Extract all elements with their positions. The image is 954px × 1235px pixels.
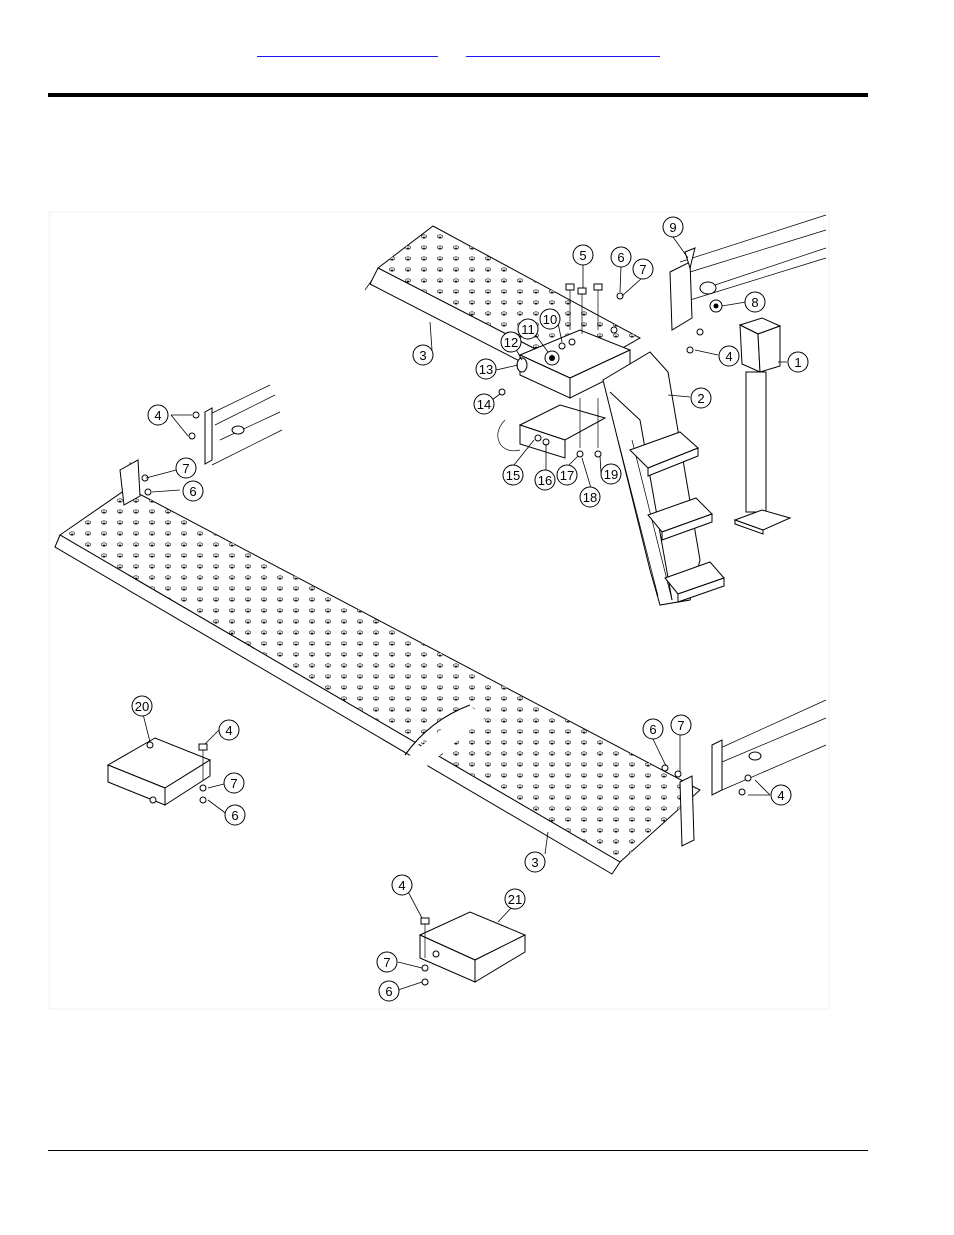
callout-7: 7: [632, 258, 654, 280]
mount-plate-20: [106, 737, 212, 806]
callout-7: 7: [670, 714, 692, 736]
callout-13: 13: [475, 358, 497, 380]
svg-text:3: 3: [419, 348, 426, 363]
header-rule: [48, 93, 868, 97]
leader-lines: [142, 236, 787, 991]
svg-text:5: 5: [579, 248, 586, 263]
callout-17: 17: [556, 464, 578, 486]
callout-4: 4: [391, 874, 413, 896]
svg-text:7: 7: [182, 461, 189, 476]
svg-text:12: 12: [504, 335, 518, 350]
callout-12: 12: [500, 331, 522, 353]
mount-plate-21: [418, 911, 527, 986]
callout-4: 4: [147, 404, 169, 426]
header-link-2[interactable]: [466, 40, 660, 57]
svg-text:4: 4: [725, 349, 732, 364]
svg-text:2: 2: [697, 391, 704, 406]
svg-text:7: 7: [230, 776, 237, 791]
svg-text:8: 8: [751, 295, 758, 310]
svg-text:4: 4: [225, 723, 232, 738]
svg-text:19: 19: [604, 467, 618, 482]
callout-10: 10: [539, 308, 561, 330]
callout-15: 15: [502, 464, 524, 486]
svg-text:4: 4: [777, 788, 784, 803]
svg-text:6: 6: [385, 984, 392, 999]
svg-text:6: 6: [189, 484, 196, 499]
svg-text:18: 18: [583, 490, 597, 505]
callout-14: 14: [473, 393, 495, 415]
svg-text:16: 16: [538, 473, 552, 488]
svg-text:14: 14: [477, 397, 491, 412]
svg-text:7: 7: [677, 718, 684, 733]
callout-6: 6: [642, 718, 664, 740]
callout-6: 6: [610, 246, 632, 268]
svg-text:20: 20: [135, 699, 149, 714]
callouts: 1 2 3 3 4 4 4 4 4 5 6 6 6 6 6 7 7 7 7 7 …: [131, 216, 809, 1002]
callout-6: 6: [378, 980, 400, 1002]
footer-rule: [48, 1150, 868, 1151]
jack-stand: [733, 317, 792, 535]
callout-16: 16: [534, 469, 556, 491]
svg-text:7: 7: [639, 262, 646, 277]
callout-6: 6: [224, 804, 246, 826]
header-link-1[interactable]: [257, 40, 438, 57]
callout-4: 4: [718, 345, 740, 367]
callout-6: 6: [182, 480, 204, 502]
svg-text:6: 6: [231, 808, 238, 823]
svg-text:21: 21: [508, 892, 522, 907]
svg-text:3: 3: [531, 855, 538, 870]
main-step-panel: [54, 459, 701, 875]
callout-1: 1: [787, 351, 809, 373]
callout-4: 4: [218, 719, 240, 741]
callout-21: 21: [504, 888, 526, 910]
svg-text:10: 10: [543, 312, 557, 327]
upper-frame-rail: [669, 214, 827, 354]
callout-7: 7: [175, 457, 197, 479]
callout-8: 8: [744, 291, 766, 313]
svg-text:11: 11: [521, 322, 535, 337]
callout-4: 4: [770, 784, 792, 806]
callout-7: 7: [376, 951, 398, 973]
callout-11: 11: [517, 318, 539, 340]
left-frame-rail: [188, 384, 283, 466]
svg-text:4: 4: [398, 878, 405, 893]
callout-3: 3: [524, 851, 546, 873]
mount-bracket: [497, 283, 632, 459]
callout-19: 19: [600, 463, 622, 485]
svg-text:1: 1: [794, 355, 801, 370]
lower-right-frame-rail: [711, 699, 827, 796]
callout-9: 9: [662, 216, 684, 238]
svg-text:13: 13: [479, 362, 493, 377]
callout-7: 7: [223, 772, 245, 794]
svg-text:15: 15: [506, 468, 520, 483]
svg-text:9: 9: [669, 220, 676, 235]
svg-text:6: 6: [617, 250, 624, 265]
ladder: [602, 351, 725, 606]
svg-text:17: 17: [560, 468, 574, 483]
svg-text:6: 6: [649, 722, 656, 737]
callout-2: 2: [690, 387, 712, 409]
svg-text:7: 7: [383, 955, 390, 970]
callout-5: 5: [572, 244, 594, 266]
callout-18: 18: [579, 486, 601, 508]
svg-text:4: 4: [154, 408, 161, 423]
callout-20: 20: [131, 695, 153, 717]
callout-3: 3: [412, 344, 434, 366]
